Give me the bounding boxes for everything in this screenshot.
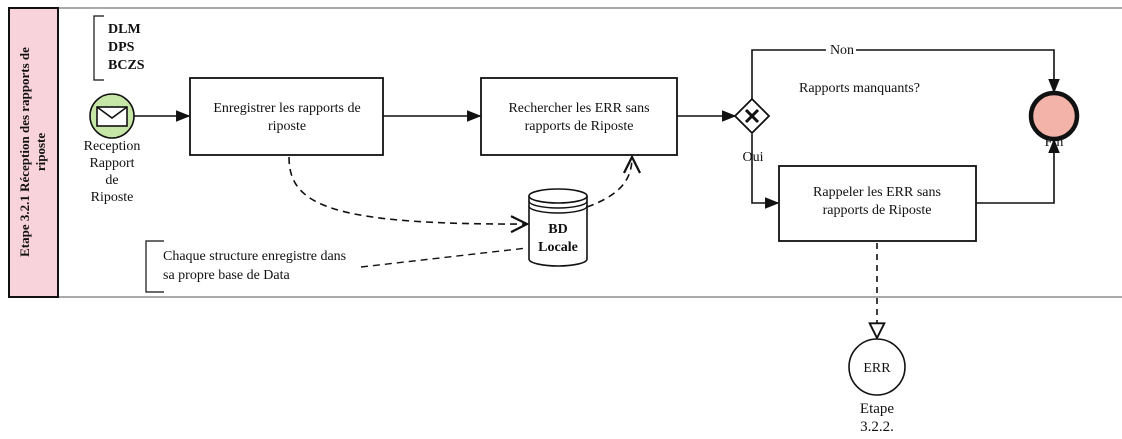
- datastore-bd-locale[interactable]: BD Locale: [528, 188, 588, 267]
- note-line-1: Chaque structure enregistre dans: [163, 249, 346, 264]
- task-search-label-2: rapports de Riposte: [525, 119, 634, 134]
- lane-title-line-1: Etape 3.2.1 Réception des rapports de: [17, 47, 32, 257]
- x-cross-icon: [744, 108, 760, 124]
- gateway-question: Rapports manquants?: [799, 81, 920, 96]
- lane-header: [8, 7, 59, 298]
- task-search-err[interactable]: Rechercher les ERR sans rapports de Ripo…: [480, 77, 678, 156]
- assoc-register-to-db: [288, 156, 527, 224]
- start-event-label-1: Reception: [84, 139, 141, 154]
- end-event[interactable]: Fin: [1028, 90, 1080, 150]
- task-register-reports[interactable]: Enregistrer les rapports de riposte: [189, 77, 384, 156]
- actor-dlm: DLM: [108, 22, 141, 37]
- end-event-label: Fin: [1045, 135, 1064, 150]
- note-annotation: Chaque structure enregistre dans sa prop…: [145, 240, 346, 293]
- gateway-no-label: Non: [830, 43, 854, 58]
- flow-recall-to-end: [976, 138, 1060, 204]
- task-search-label-1: Rechercher les ERR sans: [508, 101, 649, 116]
- assoc-note-to-db: [360, 247, 528, 268]
- start-event-label-2: Rapport: [89, 156, 134, 171]
- task-recall-err[interactable]: Rappeler les ERR sans rapports de Ripost…: [778, 165, 977, 242]
- start-event-label-3: de: [105, 173, 118, 188]
- connector-label: ERR: [863, 361, 891, 376]
- task-recall-label-2: rapports de Riposte: [823, 203, 932, 218]
- assoc-db-to-search: [586, 157, 632, 208]
- note-line-2: sa propre base de Data: [163, 268, 291, 283]
- connector-caption-1: Etape: [860, 401, 894, 417]
- flow-gateway-no: [751, 49, 1060, 99]
- swimlane: Etape 3.2.1 Réception des rapports de ri…: [8, 7, 1122, 298]
- datastore-label-2: Locale: [538, 240, 578, 255]
- task-recall-label-1: Rappeler les ERR sans: [813, 185, 941, 200]
- gateway-yes-label: Oui: [743, 150, 764, 165]
- actors-annotation: DLM DPS BCZS: [93, 15, 145, 81]
- actor-dps: DPS: [108, 40, 135, 55]
- actor-bczs: BCZS: [108, 58, 145, 73]
- lane-title-line-2: riposte: [33, 133, 48, 172]
- task-register-label-2: riposte: [268, 119, 306, 134]
- offpage-connector-err[interactable]: ERR Etape 3.2.2.: [848, 338, 906, 435]
- exclusive-gateway[interactable]: [733, 97, 771, 135]
- task-register-label-1: Enregistrer les rapports de: [213, 101, 360, 116]
- sequence-flows: [134, 49, 1060, 209]
- envelope-icon: [96, 106, 128, 127]
- start-event[interactable]: Reception Rapport de Riposte: [84, 93, 141, 205]
- connector-caption-2: 3.2.2.: [860, 419, 894, 434]
- datastore-label-1: BD: [548, 222, 567, 237]
- flow-gateway-yes: [751, 134, 780, 209]
- data-associations: [288, 156, 877, 338]
- start-event-label-4: Riposte: [91, 190, 134, 205]
